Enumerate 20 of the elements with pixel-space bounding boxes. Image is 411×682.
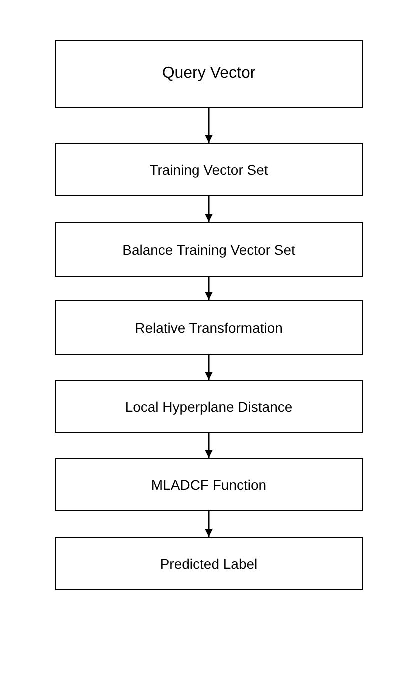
box-label: Balance Training Vector Set	[122, 242, 296, 258]
process-box	[55, 537, 363, 590]
process-box	[55, 143, 363, 196]
process-box	[55, 300, 363, 355]
process-box	[55, 458, 363, 511]
box-label: Relative Transformation	[135, 320, 283, 336]
box-label: Query Vector	[162, 65, 256, 83]
process-box	[55, 40, 363, 108]
arrow	[205, 108, 213, 143]
process-box	[55, 380, 363, 433]
arrow	[205, 196, 213, 222]
arrow	[205, 355, 213, 380]
process-box	[55, 222, 363, 277]
arrow	[205, 277, 213, 300]
box-label: Local Hyperplane Distance	[125, 398, 293, 414]
arrow	[205, 511, 213, 537]
box-label: Predicted Label	[160, 556, 258, 572]
arrow	[205, 433, 213, 458]
box-label: MLADCF Function	[151, 476, 267, 492]
box-label: Training Vector Set	[150, 162, 268, 178]
